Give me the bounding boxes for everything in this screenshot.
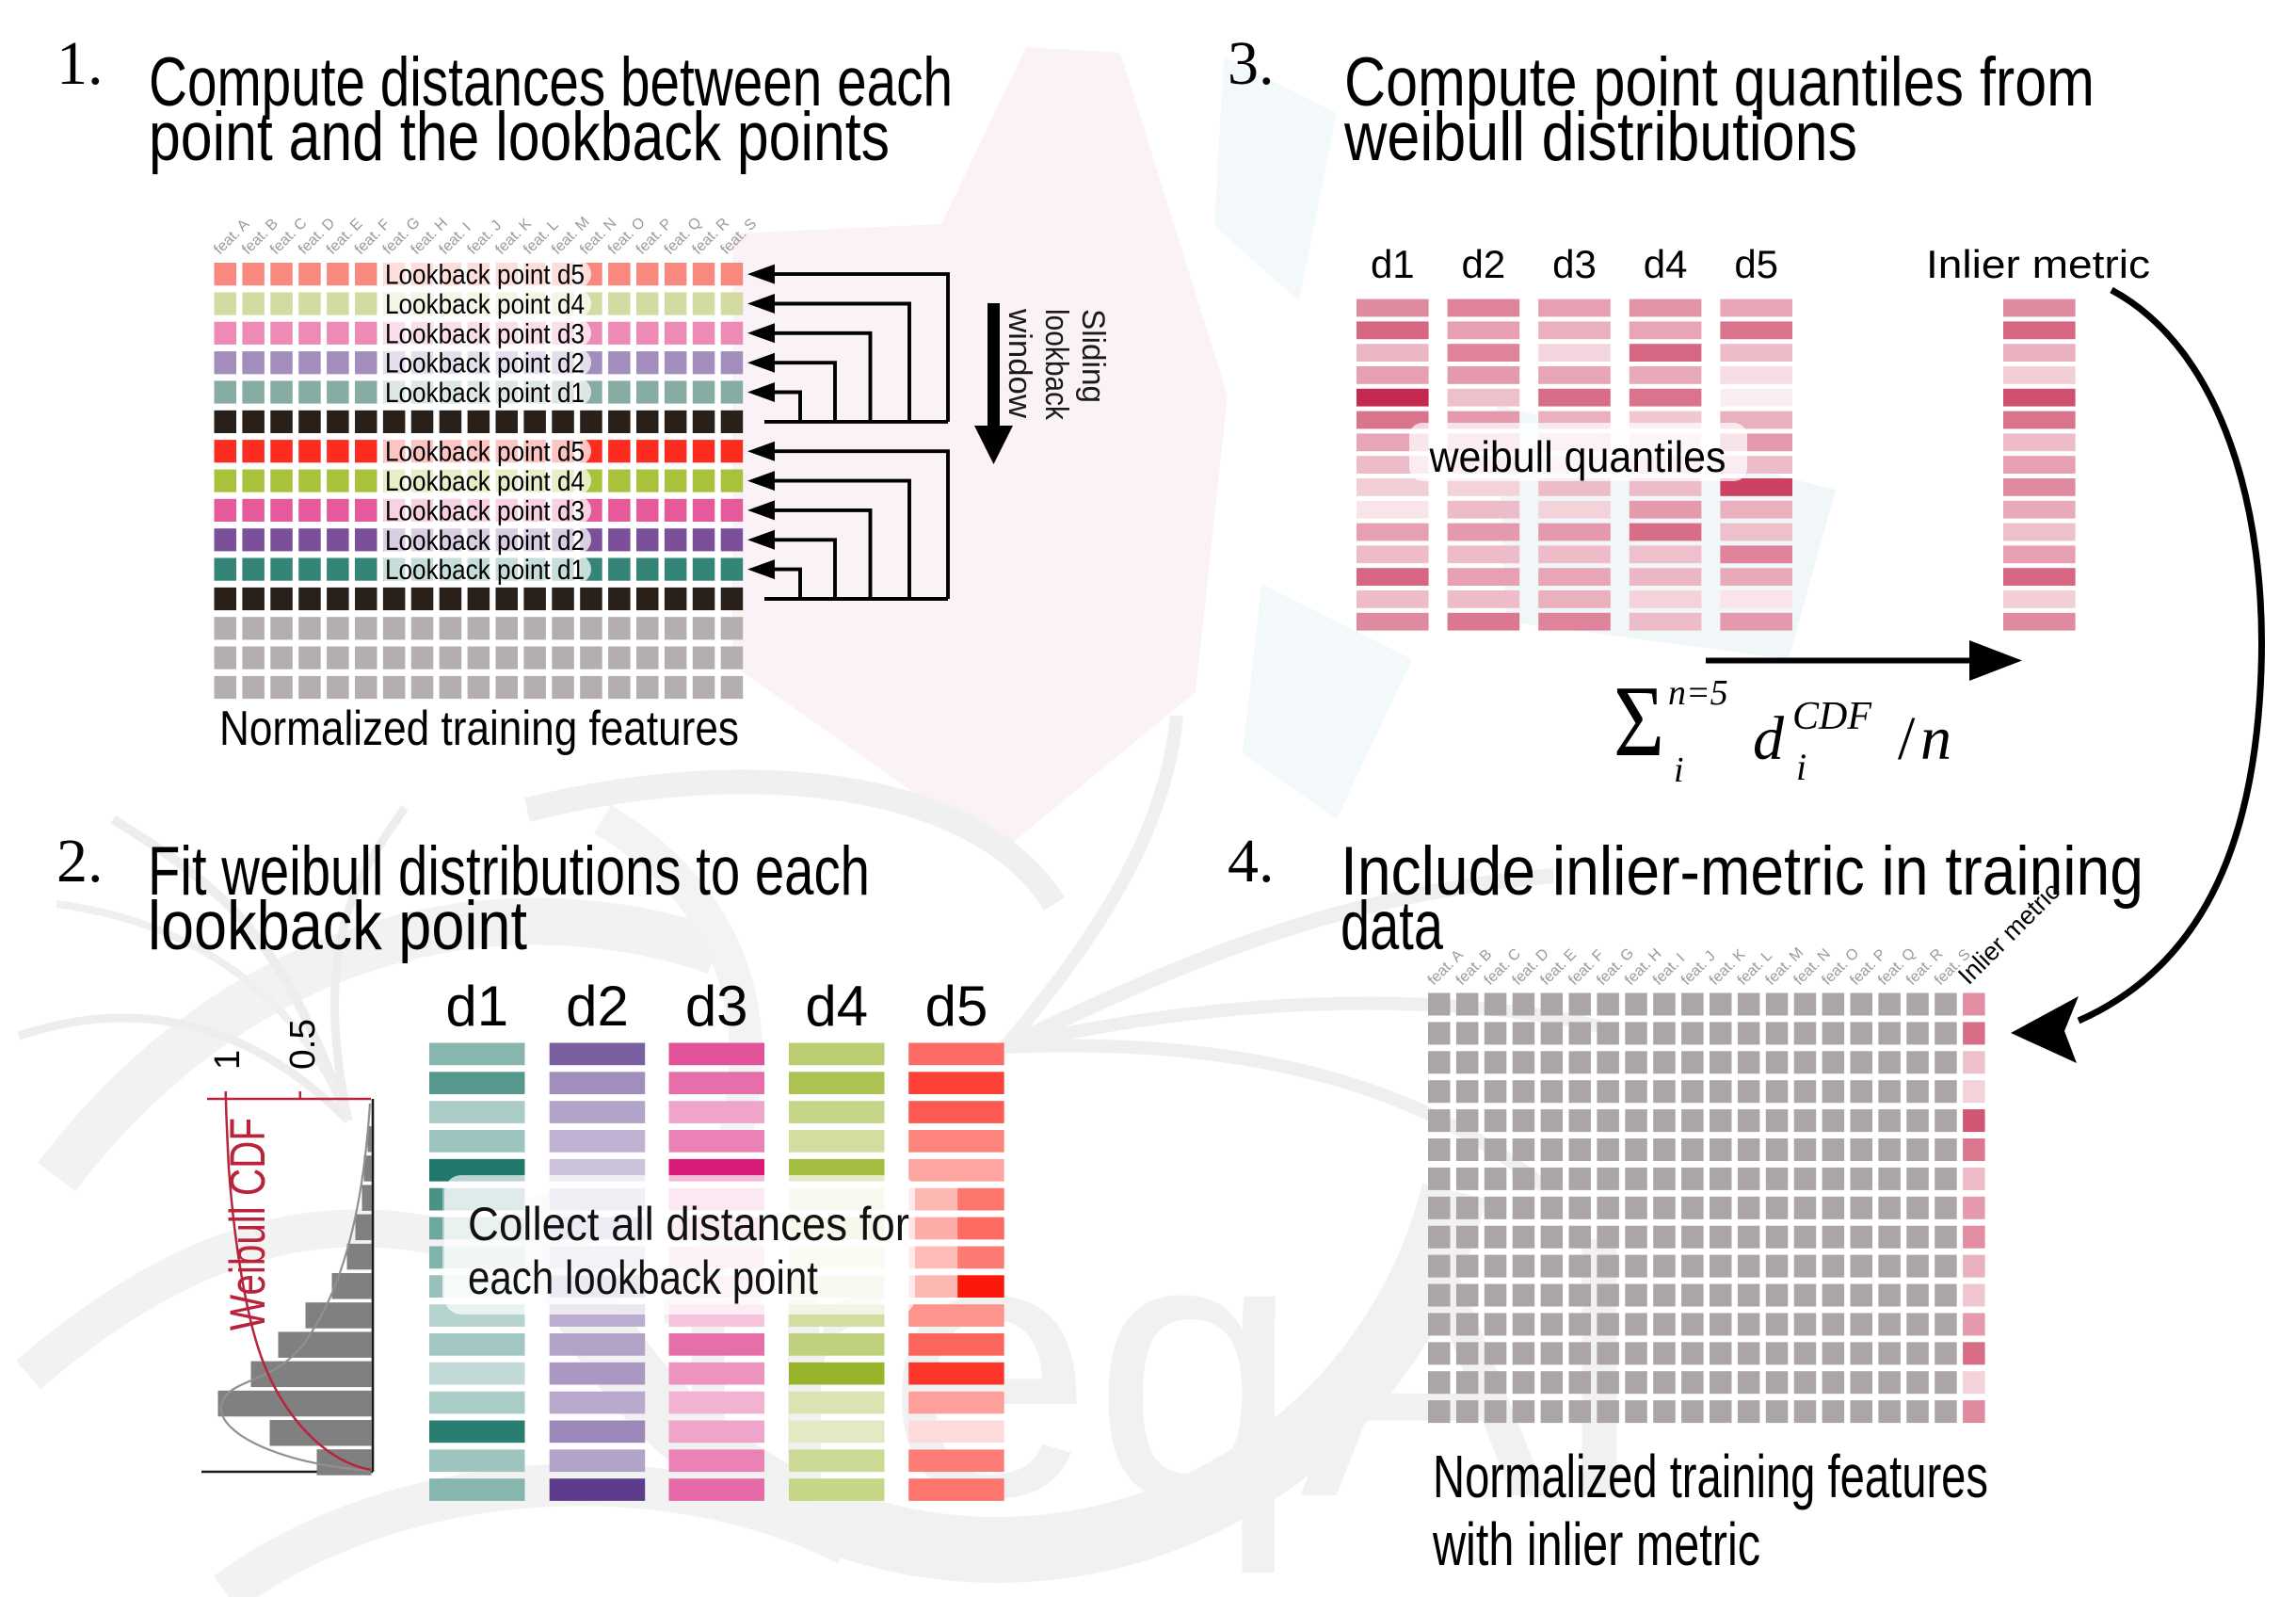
svg-text:d: d [1753, 704, 1785, 773]
svg-text:Lookback point d3: Lookback point d3 [385, 318, 585, 349]
svg-text:weibull quantiles: weibull quantiles [1429, 432, 1726, 481]
svg-text:Compute distances between each: Compute distances between each [149, 44, 953, 121]
svg-text:lookback point: lookback point [148, 888, 527, 964]
svg-text:0.5: 0.5 [283, 1019, 323, 1070]
svg-text:Inlier metric: Inlier metric [1926, 242, 2150, 286]
svg-text:d1: d1 [1371, 242, 1415, 286]
svg-text:weibull distributions: weibull distributions [1343, 99, 1857, 175]
svg-text:Collect all distances for: Collect all distances for [468, 1198, 909, 1250]
svg-text:2.: 2. [56, 827, 104, 895]
svg-text:data: data [1341, 888, 1443, 964]
svg-text:d4: d4 [805, 975, 868, 1038]
svg-text:Normalized training features: Normalized training features [219, 702, 739, 756]
svg-text:Lookback point d3: Lookback point d3 [385, 495, 585, 526]
svg-text:Compute point quantiles from: Compute point quantiles from [1344, 44, 2095, 121]
svg-text:Lookback point d2: Lookback point d2 [385, 348, 585, 379]
svg-text:Normalized training features: Normalized training features [1433, 1443, 1988, 1510]
svg-text:d3: d3 [685, 975, 748, 1038]
svg-text:Lookback point d4: Lookback point d4 [385, 289, 585, 320]
svg-text:Σ: Σ [1614, 666, 1664, 778]
svg-text:each lookback point: each lookback point [468, 1251, 818, 1304]
svg-text:d5: d5 [925, 975, 988, 1038]
svg-text:1.: 1. [56, 29, 104, 98]
svg-text:d2: d2 [1462, 242, 1506, 286]
svg-text:Lookback point d5: Lookback point d5 [385, 437, 585, 468]
svg-text:Slidinglookbackwindow: Slidinglookbackwindow [1002, 308, 1111, 421]
svg-text:Weibull CDF: Weibull CDF [220, 1118, 276, 1331]
svg-text:point and the lookback points: point and the lookback points [149, 99, 890, 175]
svg-text:Fit weibull distributions to e: Fit weibull distributions to each [148, 833, 870, 910]
svg-text:i: i [1674, 750, 1684, 790]
svg-text:3.: 3. [1228, 29, 1275, 98]
svg-text:1: 1 [208, 1050, 248, 1070]
svg-text:d3: d3 [1552, 242, 1597, 286]
svg-text:n=5: n=5 [1668, 673, 1728, 713]
svg-text:4.: 4. [1228, 827, 1275, 895]
svg-text:Include inlier-metric in train: Include inlier-metric in training [1341, 833, 2143, 910]
svg-text:d5: d5 [1734, 242, 1778, 286]
svg-text:n: n [1920, 704, 1951, 773]
svg-text:CDF: CDF [1792, 695, 1871, 738]
svg-text:d1: d1 [445, 975, 508, 1038]
svg-text:Lookback point d4: Lookback point d4 [385, 466, 585, 497]
svg-text:Lookback point d2: Lookback point d2 [385, 525, 585, 557]
svg-text:Lookback point d1: Lookback point d1 [385, 378, 585, 409]
svg-text:i: i [1796, 746, 1806, 788]
svg-text:Lookback point d1: Lookback point d1 [385, 555, 585, 586]
svg-text:with inlier metric: with inlier metric [1432, 1510, 1760, 1578]
svg-text:d2: d2 [566, 975, 629, 1038]
svg-text:d4: d4 [1644, 242, 1688, 286]
svg-text:Lookback point d5: Lookback point d5 [385, 260, 585, 291]
svg-text:/: / [1898, 704, 1916, 773]
